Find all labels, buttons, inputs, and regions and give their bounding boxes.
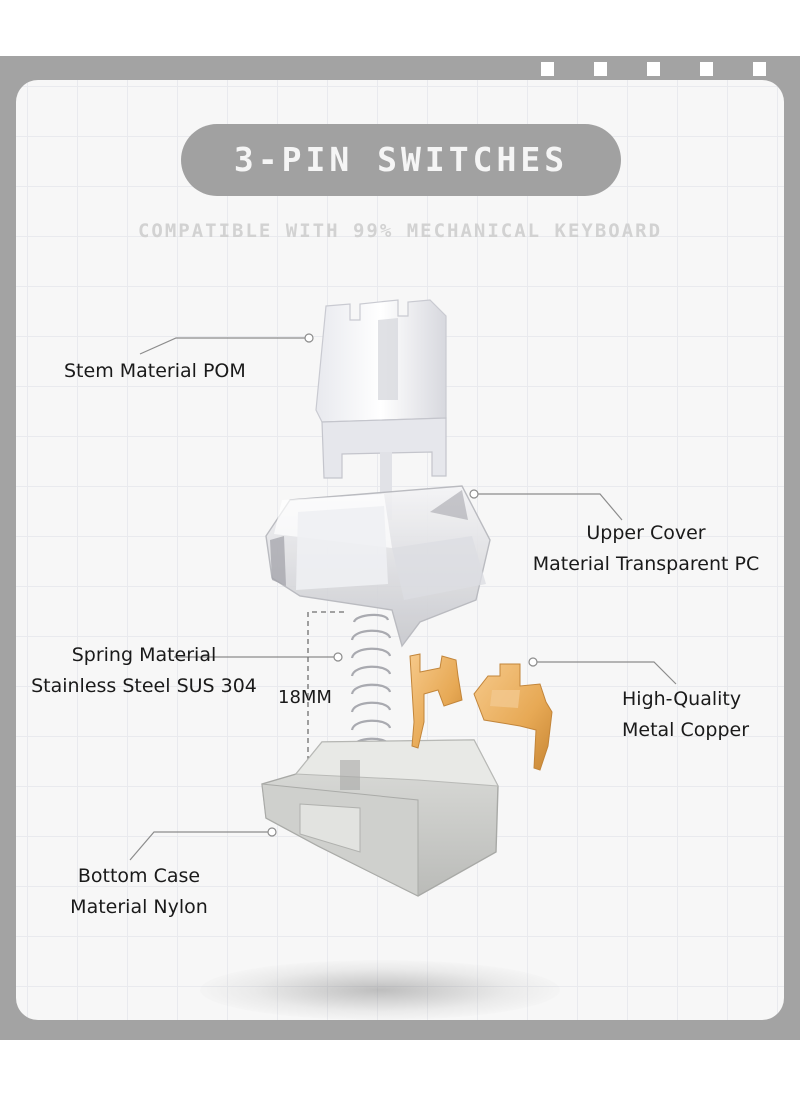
title-pill [181, 124, 621, 196]
copper-contacts-part [409, 653, 553, 771]
frame-square-2 [594, 62, 607, 76]
floor-shadow [200, 960, 560, 1020]
leader-lines [129, 337, 677, 861]
bottom-case-label-line2: Material Nylon [70, 896, 208, 918]
page-subtitle: COMPATIBLE WITH 99% MECHANICAL KEYBOARD [137, 220, 663, 242]
spring-label: Spring Material Stainless Steel SUS 304 [28, 640, 260, 702]
upper-cover-label: Upper Cover Material Transparent PC [520, 518, 772, 580]
height-dimension-line [307, 611, 344, 790]
height-label: 18MM [278, 687, 332, 708]
copper-label-line1: High-Quality [622, 688, 742, 710]
page-title: 3-PIN SWITCHES [233, 140, 569, 179]
frame-square-3 [647, 62, 660, 76]
spring-label-line1: Spring Material [71, 644, 217, 666]
frame-square-5 [753, 62, 766, 76]
bottom-case-label: Bottom Case Material Nylon [64, 861, 214, 923]
upper-cover-label-line2: Material Transparent PC [532, 553, 760, 575]
spring-label-line2: Stainless Steel SUS 304 [31, 675, 257, 697]
copper-label: High-Quality Metal Copper [622, 684, 749, 746]
copper-label-line2: Metal Copper [622, 719, 750, 741]
bottom-case-part [261, 739, 499, 897]
upper-cover-label-line1: Upper Cover [586, 522, 706, 544]
bottom-case-label-line1: Bottom Case [77, 865, 201, 887]
upper-cover-part [265, 485, 491, 648]
frame-square-1 [541, 62, 554, 76]
frame-square-4 [700, 62, 713, 76]
stem-material-label: Stem Material POM [64, 360, 246, 382]
stem-part [315, 299, 447, 520]
leader-dots [267, 333, 538, 837]
